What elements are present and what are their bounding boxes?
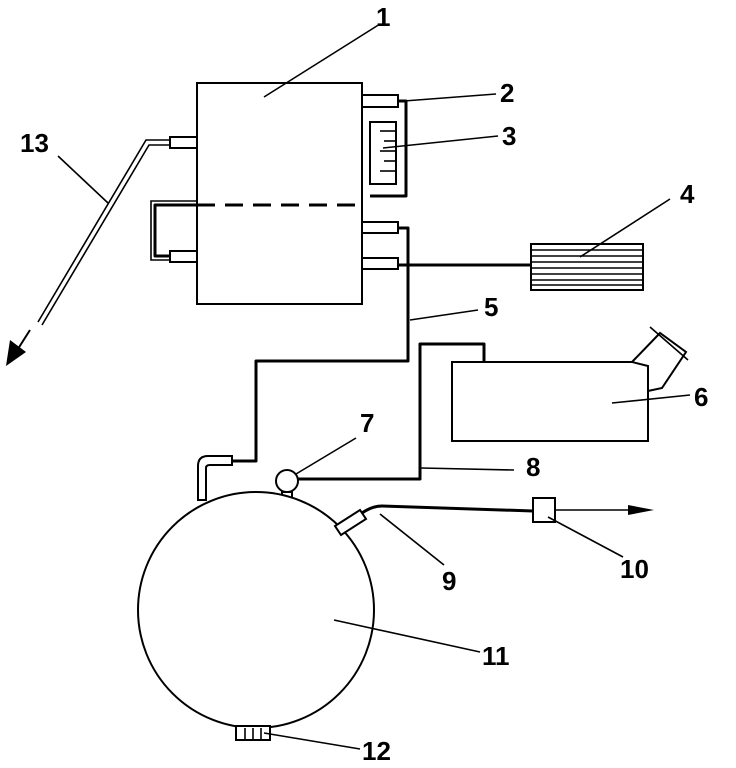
leader-3 xyxy=(382,135,499,149)
callout-1: 1 xyxy=(376,2,390,32)
cable-13-line-a xyxy=(37,139,170,323)
reservoir-cap xyxy=(649,326,689,361)
callout-12: 12 xyxy=(362,736,391,766)
leader-4 xyxy=(579,198,671,258)
callout-2: 2 xyxy=(500,78,514,108)
valve-7 xyxy=(275,469,299,493)
callout-7: 7 xyxy=(360,408,374,438)
leader-13 xyxy=(57,155,109,204)
callouts: 1 2 3 4 5 6 7 8 9 10 11 12 13 xyxy=(20,2,708,766)
gauge-line xyxy=(370,99,408,198)
leader-lines xyxy=(57,23,691,750)
gauge xyxy=(369,99,408,198)
line-8 xyxy=(298,342,486,481)
callout-4: 4 xyxy=(680,179,695,209)
leader-1 xyxy=(263,23,381,98)
heater-pad xyxy=(398,243,644,291)
upper-left-connector xyxy=(169,136,198,149)
callout-8: 8 xyxy=(526,452,540,482)
callout-11: 11 xyxy=(482,641,510,671)
jumper-loop xyxy=(153,203,197,258)
callout-10: 10 xyxy=(620,554,649,584)
arrow-right-icon xyxy=(628,505,654,515)
leader-2 xyxy=(403,93,497,102)
leader-7 xyxy=(295,437,357,475)
leader-6 xyxy=(611,394,691,404)
cable-13 xyxy=(6,139,170,366)
callout-9: 9 xyxy=(442,566,456,596)
leader-11 xyxy=(333,619,481,653)
leader-12 xyxy=(263,732,361,750)
leader-8 xyxy=(420,467,515,471)
main-unit-body xyxy=(196,82,363,305)
gauge-body xyxy=(369,121,397,185)
callout-3: 3 xyxy=(502,121,516,151)
reservoir-body xyxy=(451,361,649,442)
arrow-down-left-icon xyxy=(6,340,26,366)
callout-5: 5 xyxy=(484,292,498,322)
heater-pad-body xyxy=(530,243,644,291)
cable-13-line-b xyxy=(41,144,170,326)
lower-right-connector-top xyxy=(361,221,399,234)
line-5 xyxy=(232,226,410,463)
callout-13: 13 xyxy=(20,128,49,158)
drain-fitting xyxy=(235,725,271,741)
leader-5 xyxy=(409,309,479,321)
reservoir xyxy=(451,326,689,442)
outlet-fitting xyxy=(333,508,368,537)
leader-10 xyxy=(547,516,624,558)
lower-left-connector xyxy=(169,250,198,263)
tank-top-fitting xyxy=(197,455,233,501)
lower-right-connector-bottom xyxy=(361,257,399,270)
upper-right-connector xyxy=(361,94,399,108)
outlet-pipe xyxy=(361,504,534,515)
outlet xyxy=(333,497,654,537)
main-unit xyxy=(169,82,399,305)
leader-9 xyxy=(379,513,445,566)
callout-6: 6 xyxy=(694,382,708,412)
